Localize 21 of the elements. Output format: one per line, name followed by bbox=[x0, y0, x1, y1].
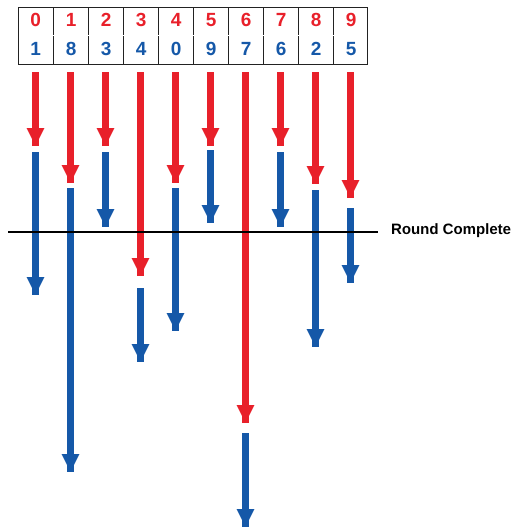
table-cell: 2 bbox=[88, 7, 123, 35]
table-cell-text: 1 bbox=[29, 38, 42, 62]
table-cell: 5 bbox=[193, 7, 228, 35]
table-cell: 4 bbox=[123, 36, 158, 64]
table-cell: 8 bbox=[298, 7, 333, 35]
table-cell: 9 bbox=[333, 7, 368, 35]
table-cell: 5 bbox=[333, 36, 368, 64]
table-cell: 3 bbox=[88, 36, 123, 64]
table-cell: 4 bbox=[158, 7, 193, 35]
table-cell: 7 bbox=[228, 36, 263, 64]
table-cell: 3 bbox=[123, 7, 158, 35]
table-cell: 1 bbox=[53, 7, 88, 35]
table-cell: 6 bbox=[228, 7, 263, 35]
table-cell-text: 0 bbox=[29, 9, 42, 33]
table-cell: 6 bbox=[263, 36, 298, 64]
table-cell: 0 bbox=[158, 36, 193, 64]
table-cell: 9 bbox=[193, 36, 228, 64]
table-cell: 7 bbox=[263, 7, 298, 35]
table-cell: 8 bbox=[53, 36, 88, 64]
table-cell: 2 bbox=[298, 36, 333, 64]
line-label: Round Complete bbox=[391, 221, 511, 238]
